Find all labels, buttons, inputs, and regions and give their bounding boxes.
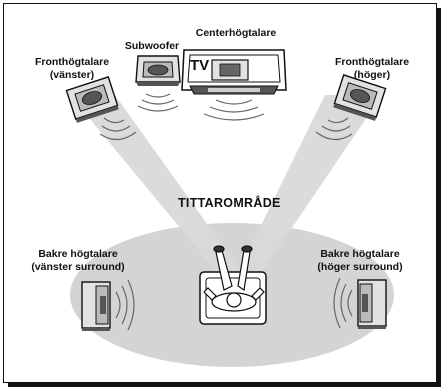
front-left-label-line2: (vänster) bbox=[49, 69, 95, 81]
subwoofer-label: Subwoofer bbox=[124, 40, 180, 52]
front-right-speaker bbox=[333, 74, 387, 121]
tv-label: TV bbox=[190, 57, 210, 74]
frame-shadow-bottom bbox=[8, 383, 441, 387]
frame-shadow-right bbox=[437, 8, 441, 385]
rear-left-label-line2: (vänster surround) bbox=[31, 261, 125, 273]
front-right-label-line2: (höger) bbox=[353, 69, 391, 81]
front-left-label: Fronthögtalare (vänster) bbox=[22, 56, 122, 82]
front-right-label: Fronthögtalare (höger) bbox=[322, 56, 422, 82]
front-left-speaker bbox=[65, 76, 119, 123]
rear-left-label: Bakre högtalare (vänster surround) bbox=[18, 248, 138, 274]
rear-left-speaker bbox=[81, 281, 111, 331]
rear-right-speaker bbox=[357, 279, 387, 329]
front-right-beam bbox=[238, 95, 382, 272]
rear-left-label-line1: Bakre högtalare bbox=[38, 248, 118, 260]
rear-right-label-line1: Bakre högtalare bbox=[320, 248, 400, 260]
subwoofer-speaker bbox=[135, 55, 181, 86]
rear-right-label: Bakre högtalare (höger surround) bbox=[300, 248, 420, 274]
center-speaker bbox=[181, 49, 287, 95]
sound-waves bbox=[99, 93, 353, 331]
rear-right-label-line2: (höger surround) bbox=[317, 261, 403, 273]
viewing-area-label: TITTAROMRÅDE bbox=[178, 196, 281, 210]
front-right-label-line1: Fronthögtalare bbox=[334, 56, 410, 68]
front-left-label-line1: Fronthögtalare bbox=[34, 56, 110, 68]
center-speaker-label: Centerhögtalare bbox=[195, 27, 277, 39]
listener-figure bbox=[203, 245, 265, 312]
